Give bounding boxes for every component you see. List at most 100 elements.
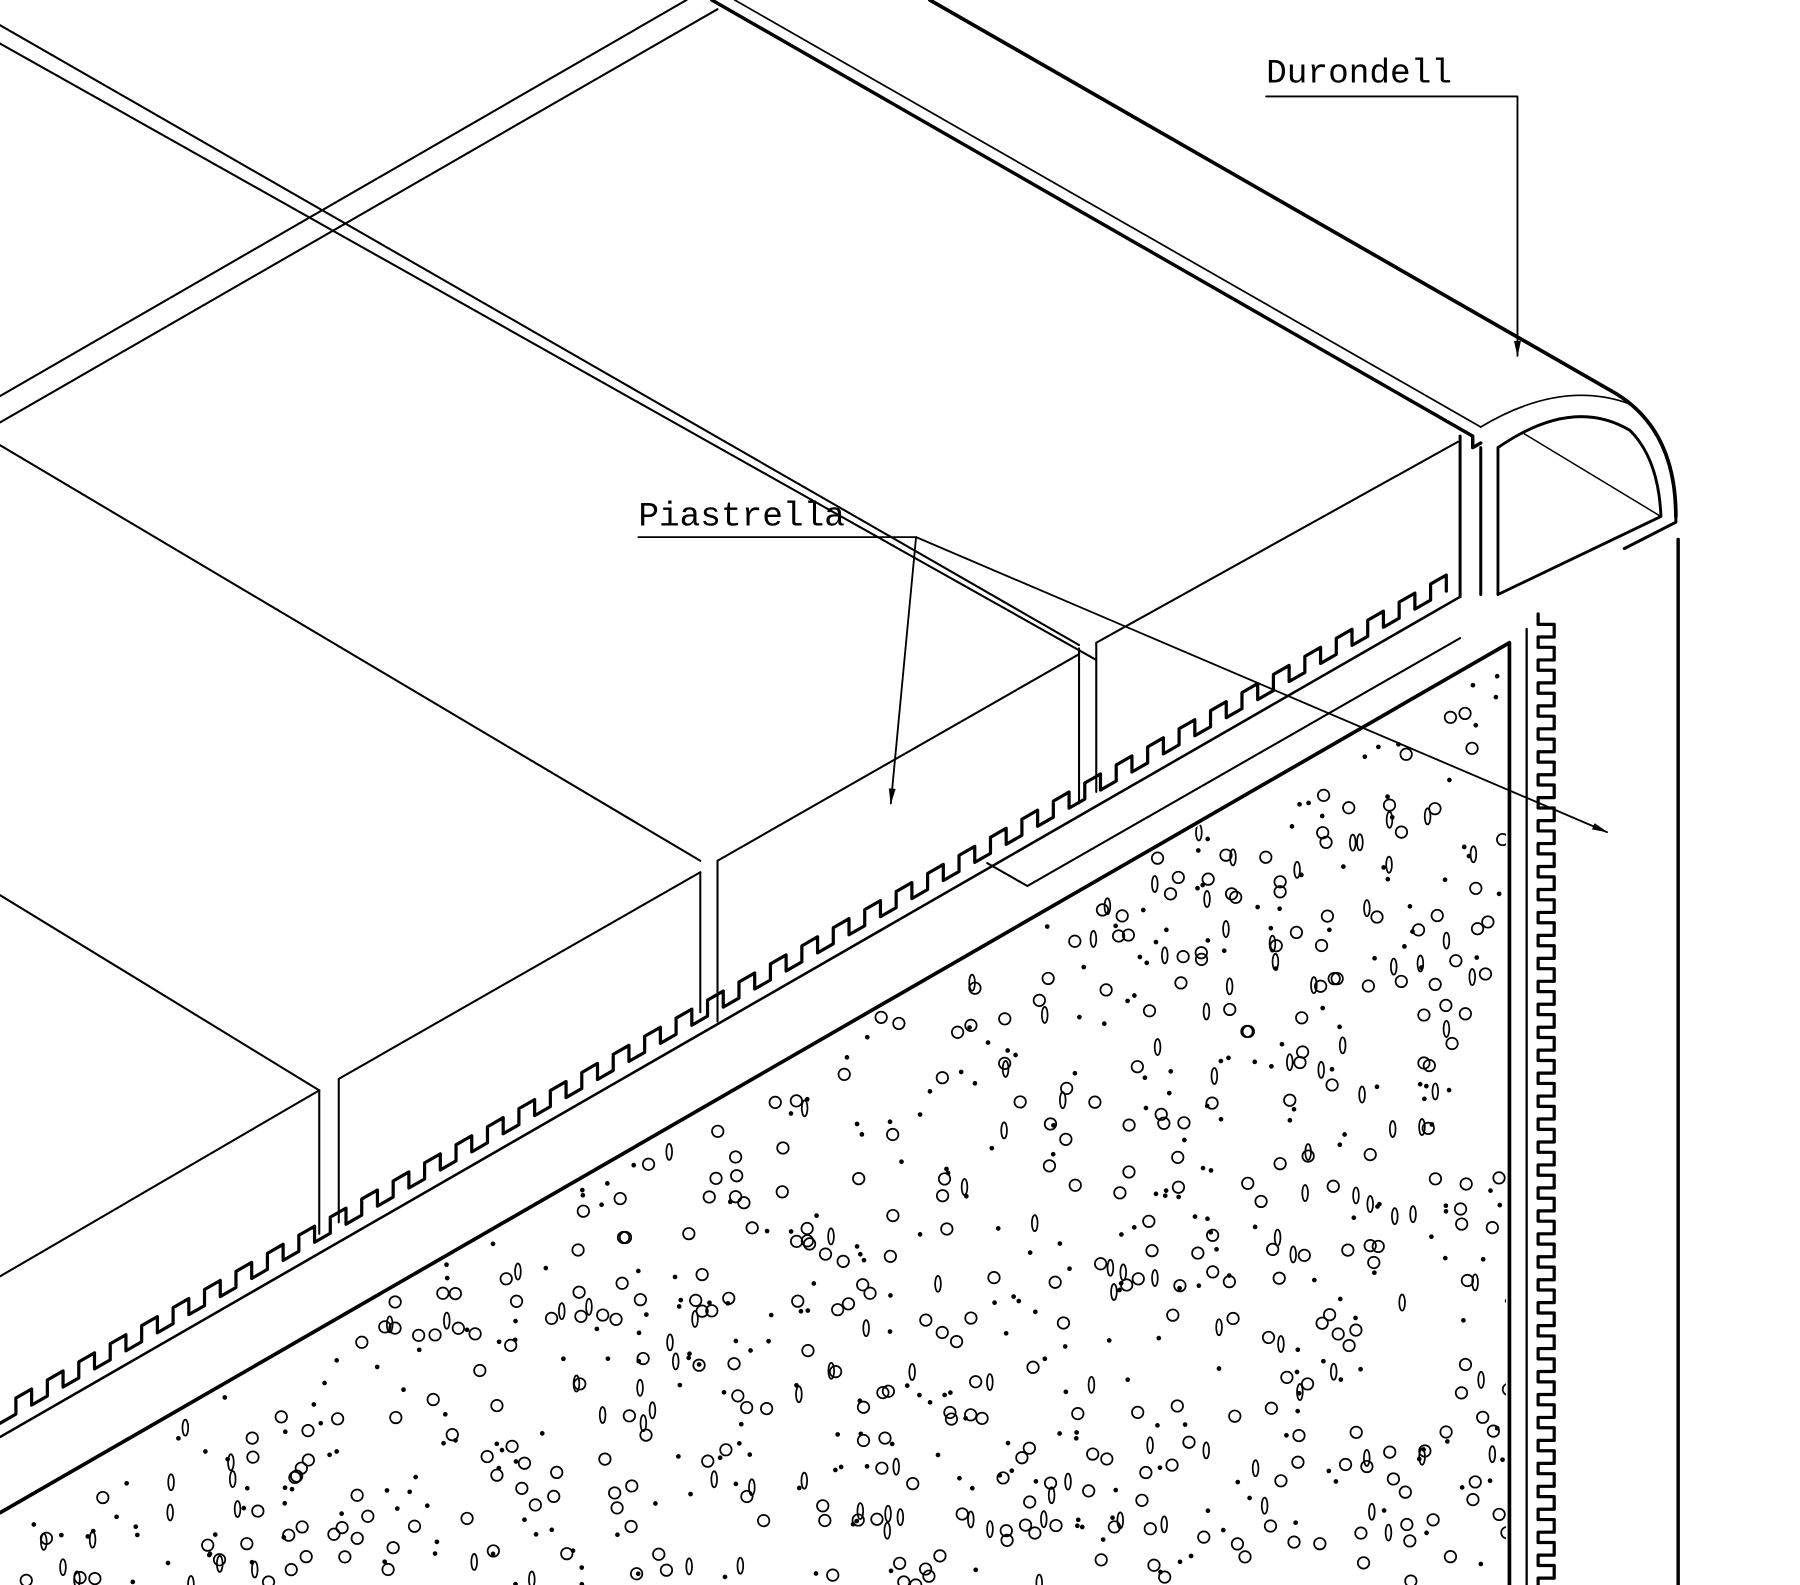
aggregate-circle bbox=[841, 1297, 856, 1311]
aggregate-circle bbox=[1060, 1081, 1074, 1095]
aggregate-circle bbox=[935, 1325, 949, 1340]
aggregate-ellipse bbox=[1110, 1283, 1118, 1301]
aggregate-ellipse bbox=[795, 1385, 803, 1404]
aggregate-ellipse bbox=[1289, 1245, 1297, 1264]
aggregate-circle bbox=[505, 1439, 519, 1453]
aggregate-dot bbox=[1381, 865, 1387, 870]
aggregate-ellipse bbox=[1031, 1214, 1039, 1233]
aggregate-ellipse bbox=[233, 1500, 242, 1518]
aggregate-circle bbox=[878, 1431, 892, 1445]
aggregate-circle bbox=[301, 1453, 315, 1467]
aggregate-circle bbox=[964, 1408, 978, 1422]
aggregate-circle bbox=[284, 1563, 298, 1577]
aggregate-circle bbox=[1099, 983, 1113, 997]
aggregate-dot bbox=[90, 1528, 96, 1534]
aggregate-dot bbox=[281, 1535, 287, 1540]
aggregate-ellipse bbox=[1304, 1143, 1312, 1161]
aggregate-ellipse bbox=[1251, 1459, 1260, 1478]
aggregate-ellipse bbox=[883, 1521, 891, 1540]
aggregate-circle bbox=[727, 1357, 741, 1371]
aggregate-dot bbox=[1081, 964, 1087, 970]
aggregate-ellipse bbox=[1391, 1207, 1399, 1226]
aggregate-dot bbox=[533, 1532, 539, 1537]
aggregate-circle bbox=[350, 1488, 364, 1502]
aggregate-circle bbox=[1273, 885, 1287, 899]
aggregate-dot bbox=[318, 1420, 324, 1426]
aggregate-ellipse bbox=[385, 1315, 394, 1334]
aggregate-dot bbox=[1459, 1485, 1465, 1490]
aggregate-dot bbox=[1003, 1330, 1009, 1336]
aggregate-dot bbox=[889, 1441, 895, 1447]
aggregate-circle bbox=[1383, 1445, 1397, 1459]
aggregate-circle bbox=[1417, 1056, 1431, 1070]
aggregate-dot bbox=[1295, 1408, 1301, 1414]
aggregate-ellipse bbox=[1352, 1186, 1360, 1205]
aggregate-circle bbox=[1342, 801, 1356, 815]
aggregate-circle bbox=[689, 1293, 703, 1307]
aggregate-ellipse bbox=[1442, 931, 1451, 950]
aggregate-dot bbox=[738, 1421, 744, 1427]
aggregate-dot bbox=[561, 1356, 566, 1362]
aggregate-dot bbox=[854, 1121, 860, 1127]
aggregate-circle bbox=[1455, 1217, 1469, 1231]
aggregate-circle bbox=[201, 1538, 215, 1552]
aggregate-ellipse bbox=[1423, 807, 1432, 826]
aggregate-circle bbox=[1068, 934, 1082, 948]
aggregate-dot bbox=[165, 1560, 171, 1566]
aggregate-circle bbox=[1293, 1055, 1307, 1070]
aggregate-circle bbox=[1296, 1045, 1310, 1059]
aggregate-dot bbox=[1447, 777, 1452, 783]
aggregate-circle bbox=[1367, 1255, 1381, 1270]
aggregate-circle bbox=[1399, 747, 1413, 761]
aggregate-dot bbox=[1166, 1090, 1172, 1096]
aggregate-dot bbox=[1153, 1191, 1159, 1197]
aggregate-dot bbox=[339, 1511, 344, 1516]
aggregate-circle bbox=[460, 1511, 474, 1526]
aggregate-ellipse bbox=[800, 1099, 809, 1118]
aggregate-circle bbox=[480, 1449, 494, 1464]
aggregate-ellipse bbox=[1271, 952, 1280, 971]
aggregate-ellipse bbox=[572, 1374, 581, 1393]
aggregate-circle bbox=[856, 1278, 870, 1292]
aggregate-circle bbox=[407, 1519, 422, 1533]
aggregate-circle bbox=[1443, 1550, 1458, 1564]
aggregate-circle bbox=[886, 1208, 900, 1223]
aggregate-dot bbox=[969, 1485, 975, 1491]
aggregate-ellipse bbox=[1119, 1263, 1127, 1282]
aggregate-circle bbox=[937, 1172, 952, 1186]
aggregate-circle bbox=[1086, 1447, 1100, 1461]
aggregate-circle bbox=[1458, 1007, 1472, 1021]
aggregate-dot bbox=[1487, 1478, 1493, 1484]
aggregate-dot bbox=[490, 1551, 496, 1557]
aggregate-ellipse bbox=[1385, 810, 1394, 829]
aggregate-circle bbox=[1013, 1095, 1027, 1109]
aggregate-dot bbox=[1311, 1277, 1317, 1283]
aggregate-dot bbox=[631, 1162, 637, 1168]
aggregate-circle bbox=[361, 1509, 375, 1523]
aggregate-circle bbox=[1131, 1272, 1145, 1286]
aggregate-dot bbox=[814, 1213, 819, 1219]
aggregate-circle bbox=[1223, 1002, 1237, 1017]
aggregate-dot bbox=[85, 1534, 91, 1539]
aggregate-ellipse bbox=[666, 1333, 674, 1352]
aggregate-dot bbox=[967, 1025, 972, 1030]
aggregate-dot bbox=[1353, 1315, 1358, 1321]
aggregate-circle bbox=[1122, 1165, 1136, 1179]
aggregate-dot bbox=[833, 1467, 838, 1473]
aggregate-dot bbox=[1337, 1142, 1343, 1148]
aggregate-circle bbox=[1163, 887, 1178, 901]
aggregate-dot bbox=[604, 1181, 610, 1186]
aggregate-ellipse bbox=[1368, 1502, 1376, 1521]
aggregate-circle bbox=[1147, 1558, 1161, 1572]
aggregate-circle bbox=[1445, 1036, 1459, 1051]
aggregate-ellipse bbox=[1468, 968, 1476, 986]
aggregate-dot bbox=[796, 1485, 802, 1491]
aggregate-ellipse bbox=[1418, 1118, 1426, 1136]
aggregate-dot bbox=[1051, 1122, 1056, 1128]
aggregate-circle bbox=[892, 1016, 906, 1031]
aggregate-circle bbox=[327, 1527, 341, 1541]
teeth-base-line bbox=[0, 595, 1462, 1439]
aggregate-dot bbox=[490, 1241, 496, 1247]
aggregate-dot bbox=[464, 1327, 470, 1333]
aggregate-ellipse bbox=[892, 1457, 900, 1476]
